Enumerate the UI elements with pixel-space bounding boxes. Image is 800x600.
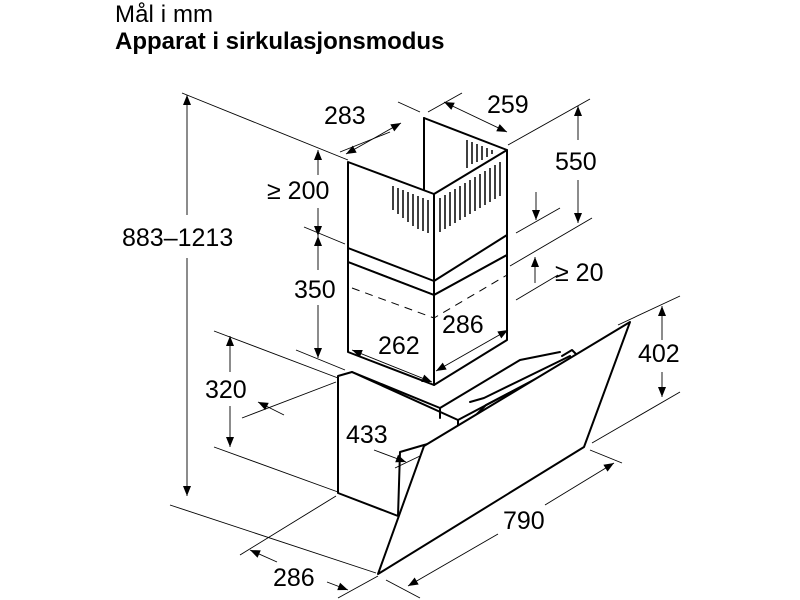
dim-chimney-depth-top: 283 xyxy=(324,102,366,130)
dim-body-depth: 433 xyxy=(346,421,388,449)
units-caption: Mål i mm xyxy=(115,1,214,28)
dim-lower-chimney-width: 262 xyxy=(378,332,420,360)
dim-chimney-width-top: 259 xyxy=(487,91,529,119)
dim-body-height: 320 xyxy=(205,376,247,404)
upper-chimney xyxy=(347,117,508,296)
dimension-labels: 883–1213 283 259 ≥ 200 550 350 ≥ 20 262 … xyxy=(122,91,680,592)
hood-body xyxy=(337,321,631,575)
extension-lines xyxy=(169,92,681,599)
title-block: Mål i mm Apparat i sirkulasjonsmodus xyxy=(115,1,445,56)
dim-upper-chimney-height: 550 xyxy=(555,148,597,176)
dim-upper-min-gap: ≥ 200 xyxy=(267,177,329,205)
dim-lower-chimney-height: 350 xyxy=(294,276,336,304)
vent-slots-left xyxy=(392,186,429,233)
dim-hood-height: 402 xyxy=(638,340,680,368)
diagram-title: Apparat i sirkulasjonsmodus xyxy=(115,28,445,56)
dim-hood-width: 790 xyxy=(503,507,545,535)
dim-bottom-depth: 286 xyxy=(273,564,315,592)
dim-overlap-min: ≥ 20 xyxy=(555,259,603,287)
dimension-lines xyxy=(183,95,666,591)
dim-total-height: 883–1213 xyxy=(122,224,233,252)
vent-slots-right xyxy=(439,140,501,232)
dim-lower-chimney-depth: 286 xyxy=(442,311,484,339)
